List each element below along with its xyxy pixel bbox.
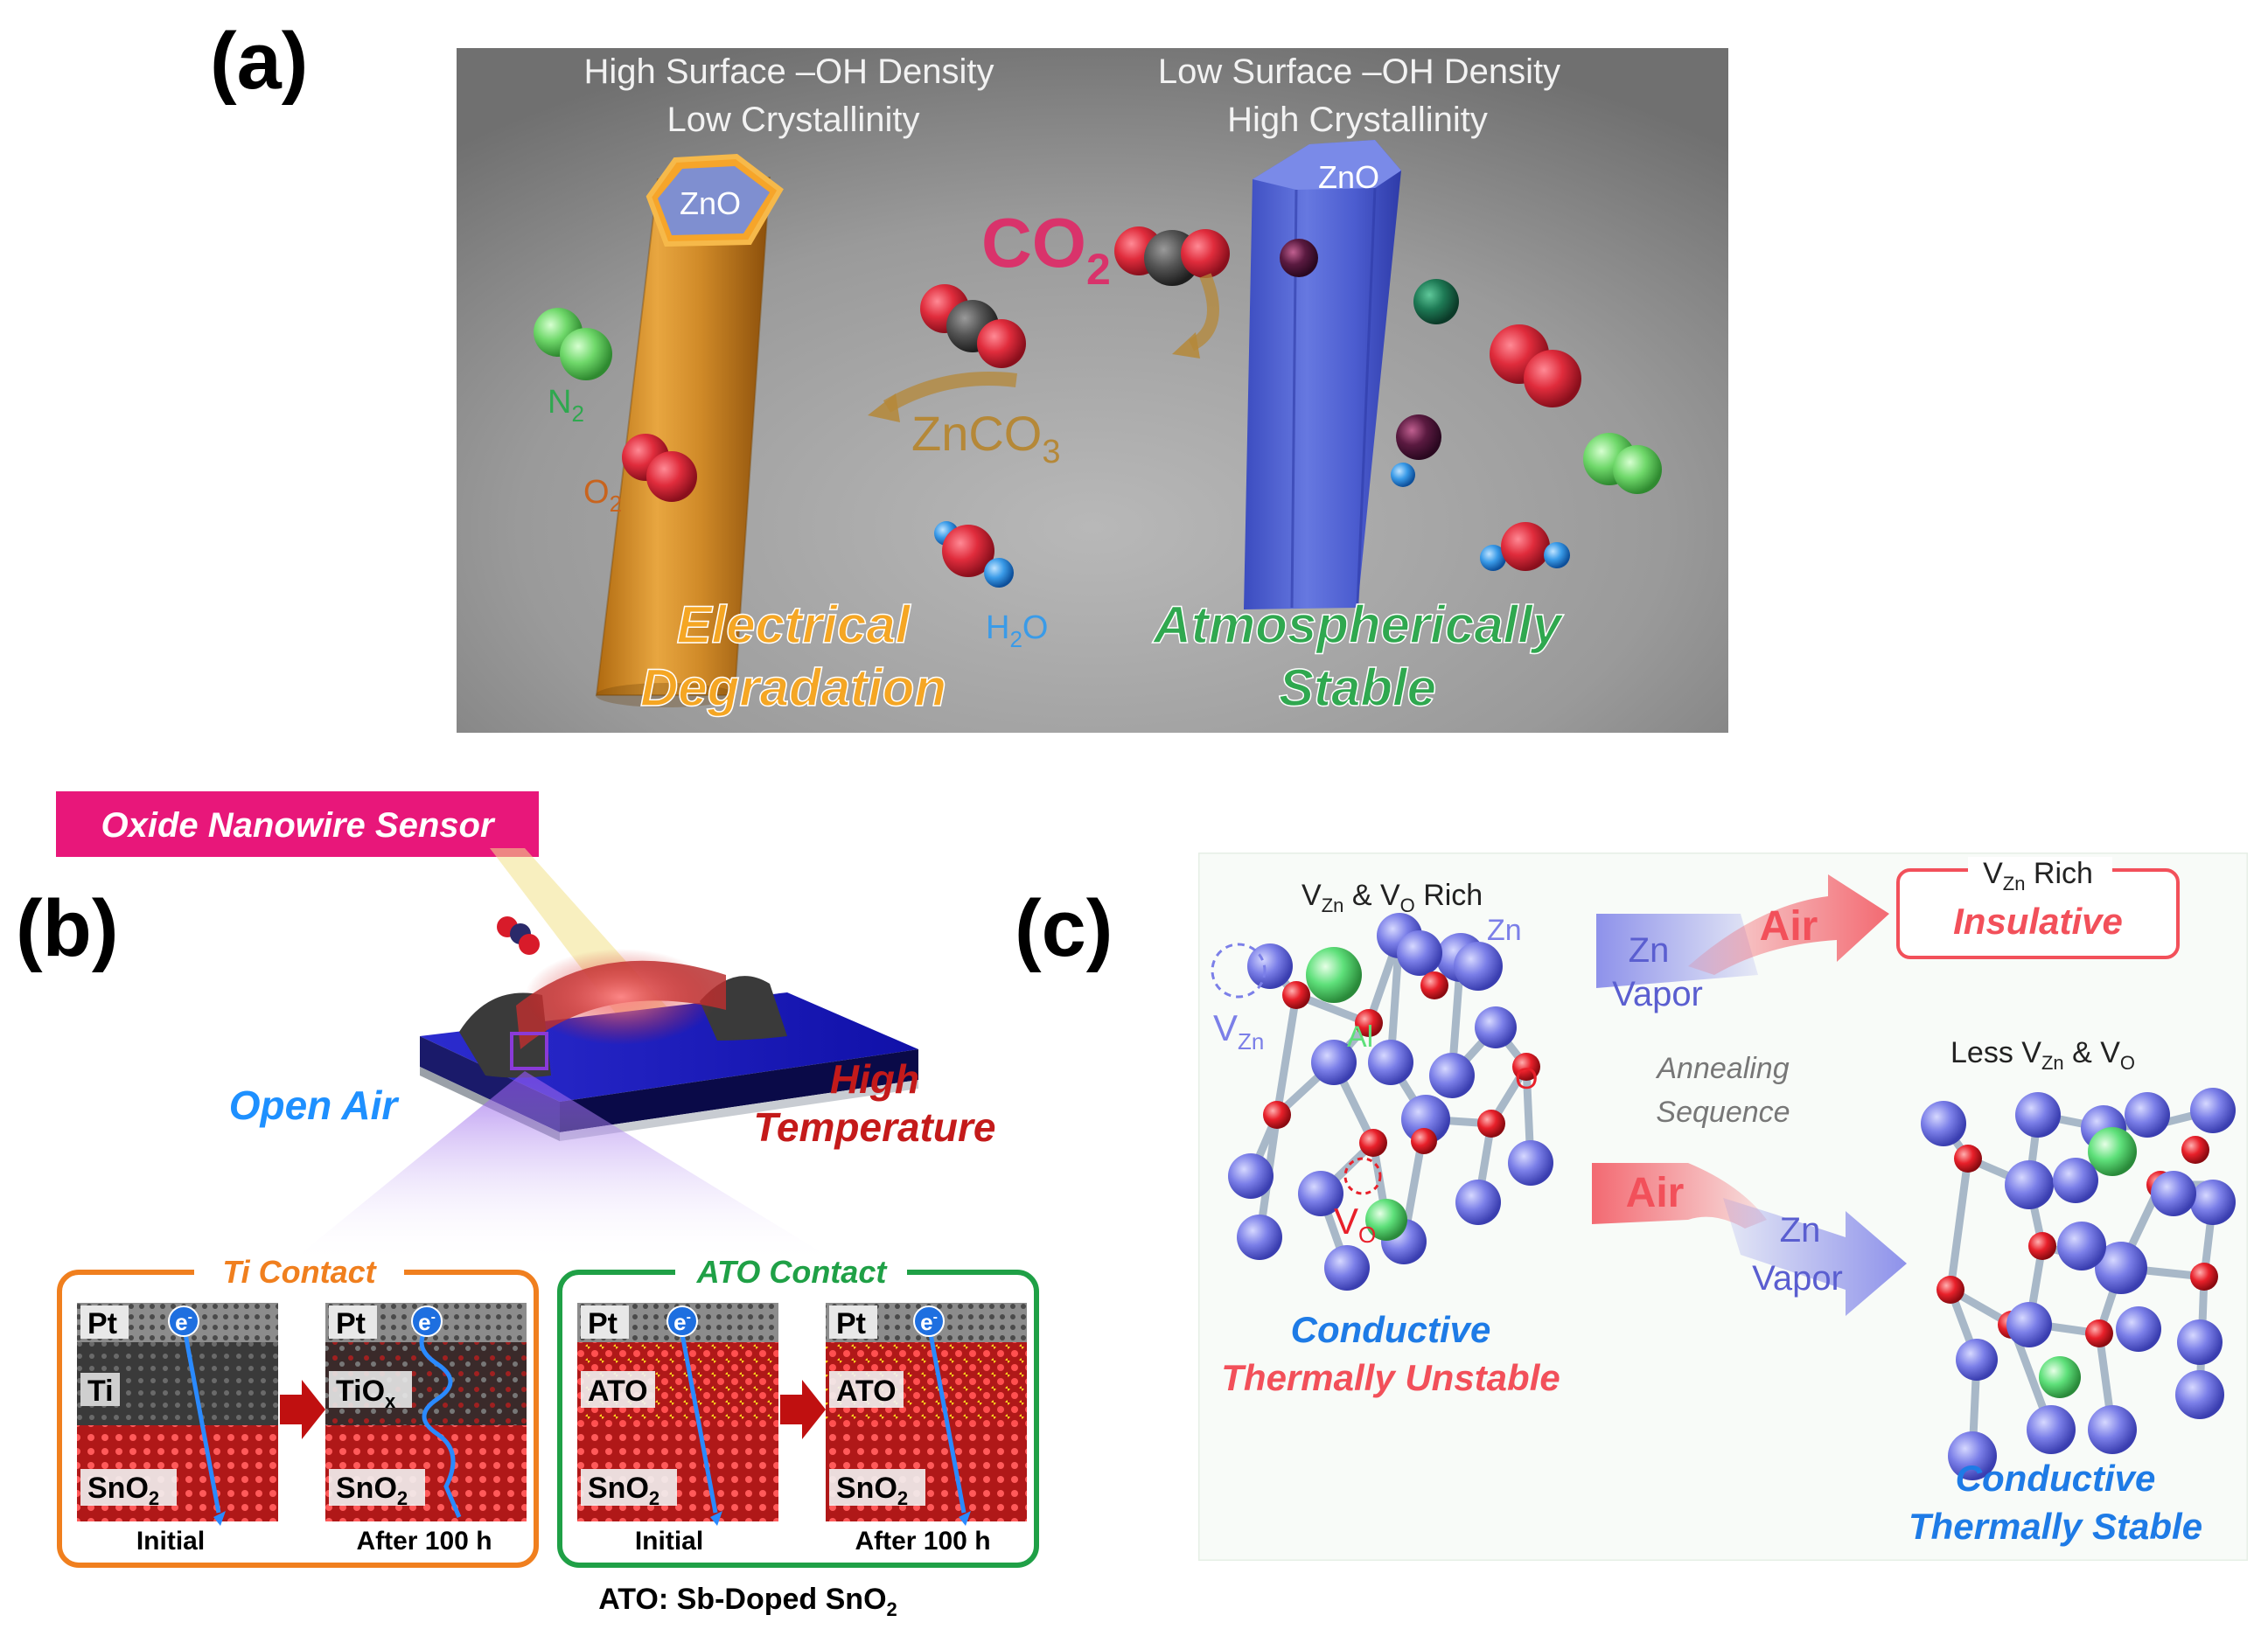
left-header-line1: High Surface –OH Density bbox=[583, 52, 994, 91]
arrow-from-co2-to-blue-rod bbox=[1188, 273, 1219, 352]
lower-air-arrow bbox=[1592, 1163, 1767, 1229]
ti-initial-stack bbox=[77, 1303, 278, 1526]
left-header-line2: Low Crystallinity bbox=[667, 101, 920, 139]
ato-after-caption: After 100 h bbox=[855, 1527, 990, 1556]
temperature-label: Temperature bbox=[754, 1104, 996, 1150]
ti-after-pt: Pt bbox=[336, 1307, 366, 1340]
n2-label: N2 bbox=[548, 384, 584, 427]
ato-after-ato: ATO bbox=[836, 1375, 897, 1408]
stable-caption: Stable bbox=[1279, 658, 1436, 717]
o-vacancy-marker bbox=[1343, 1157, 1382, 1195]
zn-vacancy-marker bbox=[1211, 943, 1267, 999]
panel-a-label: (a) bbox=[210, 17, 309, 106]
electron-label: e- bbox=[673, 1309, 691, 1335]
left-crystal-atoms bbox=[1228, 913, 1553, 1291]
electron-label: e- bbox=[920, 1309, 938, 1335]
upper-air-arrow bbox=[1688, 874, 1889, 975]
vzn-label: VZn bbox=[1213, 1007, 1264, 1055]
arrow-to-gold-rod bbox=[883, 372, 1017, 413]
rich-title: VZn & VO Rich bbox=[1301, 879, 1483, 916]
ti-after-caption: After 100 h bbox=[356, 1527, 492, 1556]
degradation-caption: Degradation bbox=[640, 658, 946, 717]
arrow-to-gold-rod-head bbox=[868, 393, 900, 422]
ti-initial-pt: Pt bbox=[87, 1307, 117, 1340]
ti-initial-caption: Initial bbox=[136, 1527, 205, 1556]
lower-zn-label: Zn bbox=[1780, 1211, 1821, 1250]
lower-zn-vapor-arrow bbox=[1723, 1198, 1907, 1316]
n2-molecule-left bbox=[534, 308, 612, 380]
ato-initial-ato: ATO bbox=[588, 1375, 648, 1408]
zno-nanorod-gold: ZnO bbox=[595, 153, 784, 707]
al-atom-label: Al bbox=[1347, 1020, 1373, 1054]
panel-b-label: (b) bbox=[16, 884, 119, 973]
oxide-nanowire-sensor-banner bbox=[56, 791, 539, 857]
ato-after-sno2: SnO2 bbox=[836, 1472, 908, 1509]
panel-c-label: (c) bbox=[1015, 884, 1113, 973]
ti-initial-ti: Ti bbox=[87, 1375, 114, 1408]
o2-label: O2 bbox=[583, 474, 622, 517]
arrow-to-blue-rod-head bbox=[1172, 332, 1200, 359]
panel-b-illustration: Oxide Nanowire Sensor Open Air High Temp… bbox=[56, 791, 1039, 1620]
right-header-line1: Low Surface –OH Density bbox=[1158, 52, 1560, 91]
ato-initial-sno2: SnO2 bbox=[588, 1472, 659, 1509]
n2-molecule-right bbox=[1583, 433, 1662, 494]
ti-contact-title: Ti Contact bbox=[222, 1254, 377, 1290]
o2-molecule-right bbox=[1490, 324, 1581, 407]
upper-air-label: Air bbox=[1760, 903, 1818, 950]
ti-after-sno2: SnO2 bbox=[336, 1472, 408, 1509]
left-thermally-unstable: Thermally Unstable bbox=[1221, 1357, 1560, 1398]
ato-note: ATO: Sb-Doped SnO2 bbox=[598, 1583, 897, 1620]
zno-left-label: ZnO bbox=[680, 185, 741, 221]
electron-label: e- bbox=[418, 1309, 436, 1335]
insulative-box-title: VZn Rich bbox=[1983, 857, 2093, 895]
electron-icon bbox=[913, 1305, 945, 1337]
insulative-label: Insulative bbox=[1953, 901, 2123, 942]
ato-initial-pt: Pt bbox=[588, 1307, 618, 1340]
ti-arrow bbox=[280, 1380, 325, 1439]
o-atom-label: O bbox=[1515, 1062, 1538, 1096]
right-thermally-stable: Thermally Stable bbox=[1909, 1506, 2202, 1547]
ato-contact-title: ATO Contact bbox=[696, 1254, 889, 1290]
co2-molecule-top bbox=[1114, 226, 1230, 286]
upper-zn-label: Zn bbox=[1629, 931, 1670, 970]
panel-c-illustration: VZn VO VZn & VO Rich Zn Al O Conductive … bbox=[1198, 853, 2248, 1561]
lower-air-label: Air bbox=[1626, 1170, 1685, 1216]
co2-molecule-middle bbox=[920, 284, 1026, 368]
electron-icon bbox=[666, 1305, 698, 1337]
left-conductive: Conductive bbox=[1291, 1309, 1491, 1350]
right-header-line2: High Crystallinity bbox=[1227, 101, 1488, 139]
electron-icon bbox=[168, 1305, 199, 1337]
ato-after-pt: Pt bbox=[836, 1307, 866, 1340]
h2o-molecule-left bbox=[934, 521, 1014, 588]
open-air-label: Open Air bbox=[229, 1083, 400, 1128]
zn-atom-label: Zn bbox=[1487, 914, 1522, 947]
zno-nanorod-blue: ZnO bbox=[1244, 140, 1459, 609]
annealing-label: Annealing bbox=[1655, 1052, 1789, 1085]
panel-a-illustration: High Surface –OH Density Low Crystallini… bbox=[457, 48, 1728, 733]
high-label: High bbox=[830, 1056, 919, 1102]
co2-label: CO2 bbox=[981, 204, 1111, 294]
electrical-caption: Electrical bbox=[677, 595, 911, 654]
h2o-molecule-right bbox=[1480, 522, 1570, 571]
atmospherically-caption: Atmospherically bbox=[1152, 595, 1564, 654]
right-conductive: Conductive bbox=[1956, 1458, 2156, 1499]
electron-icon bbox=[411, 1305, 443, 1337]
less-title: Less VZn & VO bbox=[1950, 1036, 2135, 1074]
right-crystal-atoms bbox=[1921, 1088, 2236, 1480]
lower-vapor-label: Vapor bbox=[1752, 1259, 1843, 1298]
ato-initial-caption: Initial bbox=[635, 1527, 703, 1556]
ti-initial-sno2: SnO2 bbox=[87, 1472, 159, 1509]
h2o-label: H2O bbox=[986, 609, 1048, 652]
ti-after-tiox: TiOx bbox=[336, 1375, 396, 1412]
ato-arrow bbox=[780, 1380, 826, 1439]
vo-label: VO bbox=[1334, 1201, 1376, 1248]
electron-label: e- bbox=[175, 1309, 192, 1335]
zno-right-label: ZnO bbox=[1318, 159, 1379, 195]
znco3-label: ZnCO3 bbox=[911, 406, 1061, 470]
zoom-haze bbox=[289, 1071, 840, 1264]
upper-vapor-label: Vapor bbox=[1612, 975, 1703, 1013]
o2-molecule-left bbox=[622, 434, 697, 502]
banner-text: Oxide Nanowire Sensor bbox=[101, 806, 495, 845]
sequence-label: Sequence bbox=[1656, 1096, 1790, 1129]
